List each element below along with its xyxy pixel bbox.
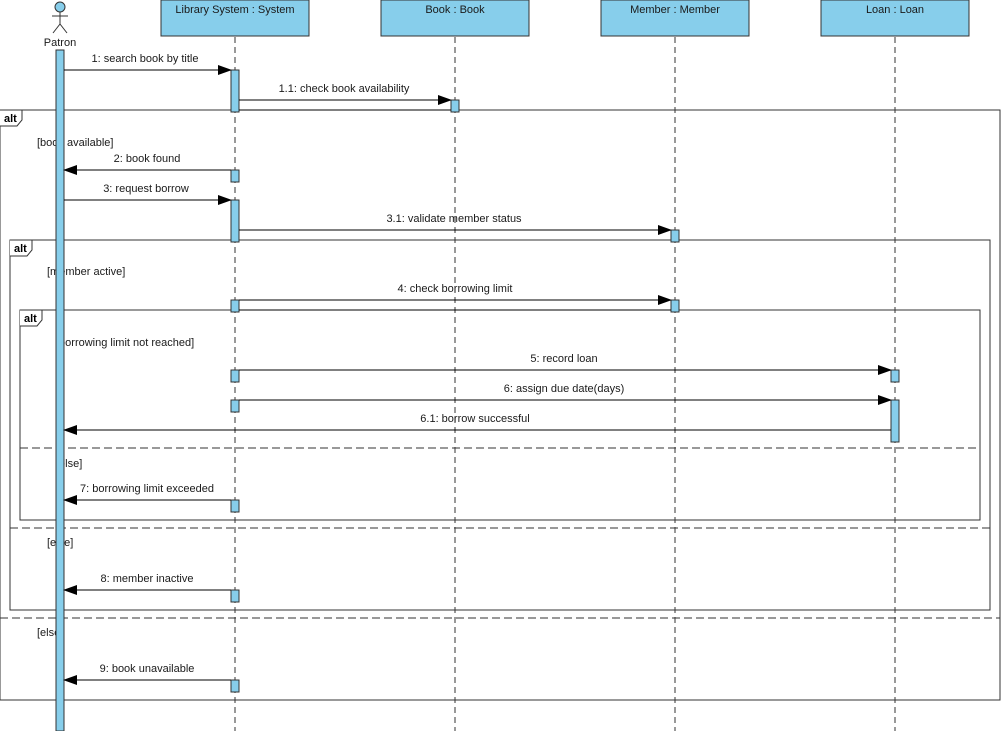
- activation-system-9: [230, 679, 240, 693]
- message-5-label: 5: record loan: [530, 353, 597, 365]
- activation-system-6: [230, 399, 240, 413]
- fragment-outer-operator: alt: [4, 113, 17, 125]
- fragment-outer: alt [book available] [else]: [0, 109, 1001, 701]
- activation-system-8: [230, 589, 240, 603]
- activation-system-3: [230, 199, 240, 243]
- message-4-label: 4: check borrowing limit: [398, 283, 513, 295]
- message-6-1[interactable]: 6.1: borrow successful: [63, 413, 891, 435]
- message-1-1[interactable]: 1.1: check book availability: [239, 83, 452, 105]
- message-6-label: 6: assign due date(days): [504, 383, 624, 395]
- message-4[interactable]: 4: check borrowing limit: [239, 283, 672, 305]
- lifeline-system[interactable]: Library System : System: [160, 0, 310, 37]
- message-6[interactable]: 6: assign due date(days): [239, 383, 892, 405]
- message-1-1-label: 1.1: check book availability: [279, 83, 410, 95]
- message-8[interactable]: 8: member inactive: [63, 573, 231, 595]
- activation-book-1: [450, 99, 460, 113]
- fragment-outer-guard-1: [book available]: [37, 137, 113, 149]
- lifeline-member[interactable]: Member : Member: [600, 0, 750, 37]
- lifeline-member-label: Member : Member: [630, 4, 720, 16]
- message-1-label: 1: search book by title: [91, 53, 198, 65]
- lifeline-loan[interactable]: Loan : Loan: [820, 0, 970, 37]
- message-5[interactable]: 5: record loan: [239, 353, 892, 375]
- fragment-middle-operator: alt: [14, 243, 27, 255]
- actor-patron-label: Patron: [44, 37, 76, 49]
- fragment-middle: alt [member active] [else]: [9, 239, 991, 611]
- lifeline-book-label: Book : Book: [425, 4, 485, 16]
- activation-system-1: [230, 69, 240, 113]
- activation-member-2: [670, 299, 680, 313]
- message-3-label: 3: request borrow: [103, 183, 189, 195]
- message-7-label: 7: borrowing limit exceeded: [80, 483, 214, 495]
- actor-patron[interactable]: Patron: [44, 1, 76, 49]
- message-7[interactable]: 7: borrowing limit exceeded: [63, 483, 231, 505]
- lifeline-system-label: Library System : System: [175, 4, 294, 16]
- activation-bars: [55, 49, 900, 731]
- message-1[interactable]: 1: search book by title: [64, 53, 232, 75]
- activation-patron: [55, 49, 65, 731]
- message-9-label: 9: book unavailable: [100, 663, 195, 675]
- activation-system-4: [230, 299, 240, 313]
- message-2-label: 2: book found: [114, 153, 181, 165]
- activation-system-5: [230, 369, 240, 383]
- fragment-inner-operator: alt: [24, 313, 37, 325]
- message-9[interactable]: 9: book unavailable: [63, 663, 231, 685]
- lifeline-loan-label: Loan : Loan: [866, 4, 924, 16]
- activation-system-2: [230, 169, 240, 183]
- activation-system-7: [230, 499, 240, 513]
- messages: 1: search book by title 1.1: check book …: [63, 53, 892, 685]
- message-2[interactable]: 2: book found: [63, 153, 231, 175]
- activation-member-1: [670, 229, 680, 243]
- lifeline-book[interactable]: Book : Book: [380, 0, 530, 37]
- message-3[interactable]: 3: request borrow: [64, 183, 232, 205]
- message-3-1[interactable]: 3.1: validate member status: [239, 213, 672, 235]
- fragment-middle-guard-1: [member active]: [47, 266, 125, 278]
- message-3-1-label: 3.1: validate member status: [386, 213, 522, 225]
- actor-stick-figure-icon: [52, 1, 68, 34]
- message-8-label: 8: member inactive: [101, 573, 194, 585]
- activation-loan-2: [890, 399, 900, 443]
- message-6-1-label: 6.1: borrow successful: [420, 413, 529, 425]
- lifeline-lines: [234, 37, 896, 731]
- fragment-inner-guard-1: [borrowing limit not reached]: [56, 337, 194, 349]
- activation-loan-1: [890, 369, 900, 383]
